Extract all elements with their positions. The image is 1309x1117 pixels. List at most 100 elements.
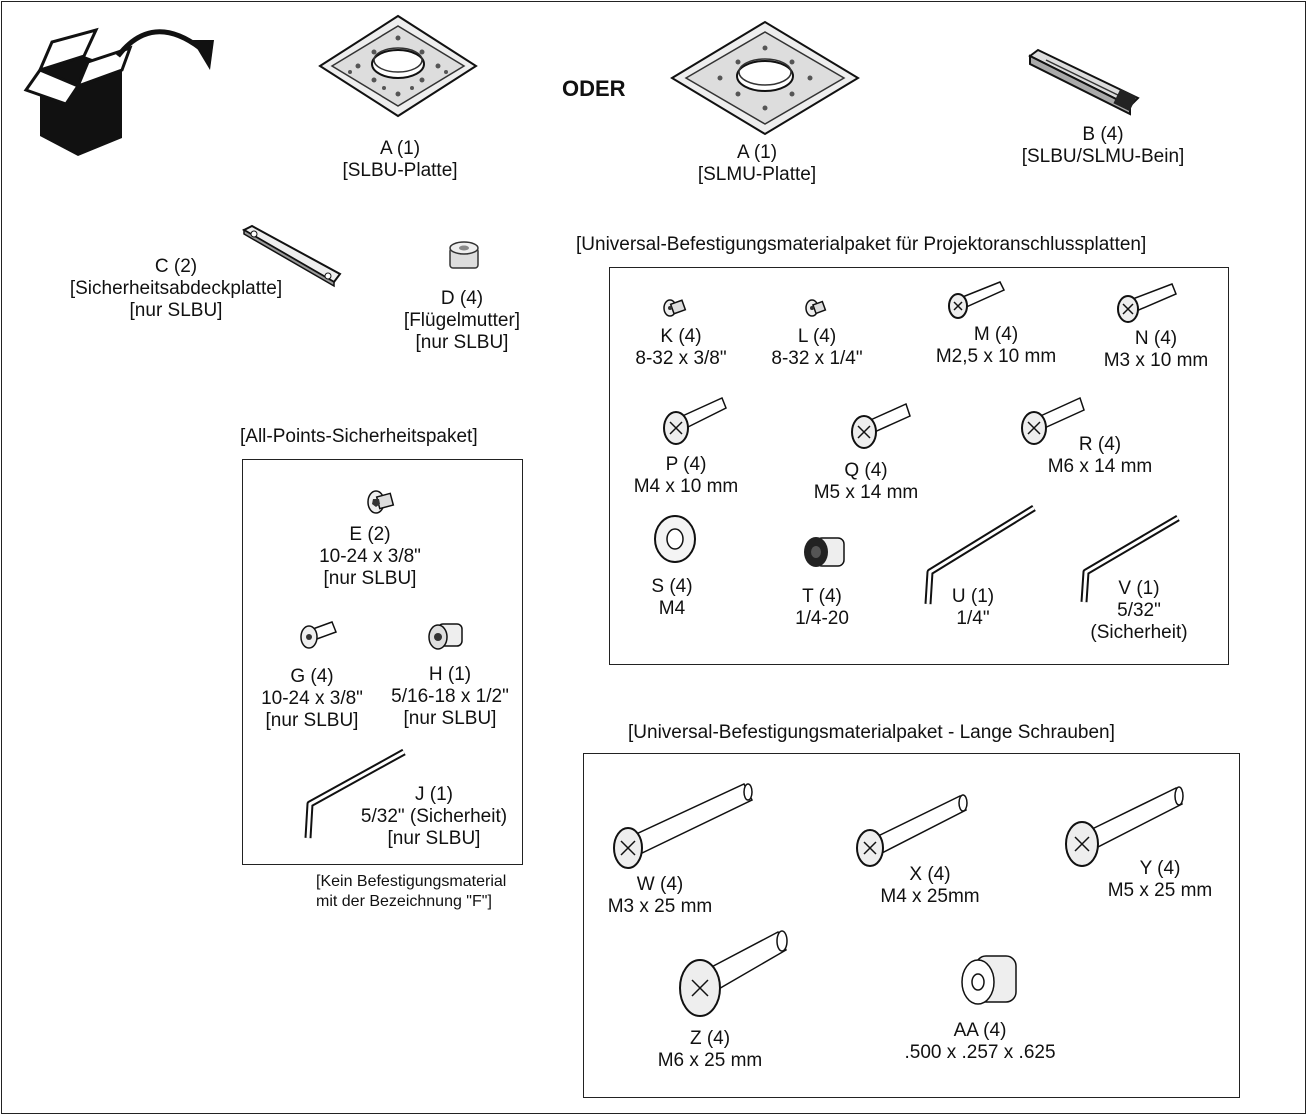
universal-section-header: [Universal-Befestigungsmaterialpaket für…: [576, 234, 1147, 255]
part-aa-label: AA (4) .500 x .257 x .625: [880, 1020, 1080, 1064]
screw-g-illustration: [300, 621, 337, 649]
part-note: (Sicherheit): [1090, 622, 1188, 643]
spacer-illustration: [961, 955, 1017, 1005]
part-m-label: M (4) M2,5 x 10 mm: [916, 324, 1076, 368]
part-q-label: Q (4) M5 x 14 mm: [796, 460, 936, 504]
part-id: G (4): [290, 666, 334, 687]
part-id: X (4): [909, 864, 951, 885]
part-d-label: D (4) [Flügelmutter] [nur SLBU]: [392, 288, 532, 354]
footnote-line: mit der Bezeichnung "F"]: [316, 893, 492, 910]
part-id: B (4): [1082, 124, 1124, 145]
part-id: V (1): [1118, 578, 1160, 599]
part-size: .500 x .257 x .625: [904, 1042, 1056, 1063]
part-size: 10-24 x 3/8": [319, 546, 421, 567]
universal-hardware-box: [609, 267, 1229, 665]
part-id: Z (4): [689, 1028, 731, 1049]
part-y-label: Y (4) M5 x 25 mm: [1080, 858, 1240, 902]
part-note: [nur SLBU]: [403, 708, 497, 729]
part-id: L (4): [797, 326, 837, 347]
hex-key-v-illustration: [1080, 514, 1180, 603]
allpoints-hardware-box: [242, 459, 523, 865]
part-id: AA (4): [953, 1020, 1007, 1041]
part-size: M6 x 25 mm: [657, 1050, 763, 1071]
screw-m-illustration: [948, 281, 1006, 319]
screw-z-illustration: [679, 930, 788, 1017]
screw-w-illustration: [613, 783, 754, 869]
part-n-label: N (4) M3 x 10 mm: [1086, 328, 1226, 372]
part-id: M (4): [973, 324, 1019, 345]
part-size: M4: [658, 598, 686, 619]
screw-n-illustration: [1117, 283, 1177, 323]
part-size: M2,5 x 10 mm: [935, 346, 1057, 367]
part-size: 5/32" (Sicherheit): [360, 806, 508, 827]
part-t-label: T (4) 1/4-20: [772, 586, 872, 630]
part-size: 8-32 x 3/8": [635, 348, 727, 369]
part-size: M4 x 25mm: [880, 886, 980, 907]
part-z-label: Z (4) M6 x 25 mm: [640, 1028, 780, 1072]
screw-l-illustration: [805, 299, 827, 317]
part-id: U (1): [951, 586, 995, 607]
screw-p-illustration: [663, 396, 727, 445]
part-j-label: J (1) 5/32" (Sicherheit) [nur SLBU]: [344, 784, 524, 850]
part-c-label: C (2) [Sicherheitsabdeckplatte] [nur SLB…: [44, 256, 308, 322]
allpoints-section-header: [All-Points-Sicherheitspaket]: [240, 426, 478, 447]
part-id: K (4): [660, 326, 702, 347]
part-p-label: P (4) M4 x 10 mm: [616, 454, 756, 498]
part-id: A (1): [736, 142, 778, 163]
part-desc: [SLBU-Platte]: [342, 160, 458, 181]
screw-h-illustration: [428, 623, 463, 650]
part-l-label: L (4) 8-32 x 1/4": [752, 326, 882, 370]
part-desc: [Flügelmutter]: [403, 310, 521, 331]
part-id: D (4): [440, 288, 484, 309]
footnote: [Kein Befestigungsmaterial mit der Bezei…: [316, 872, 506, 912]
hex-key-j-illustration: [304, 748, 406, 839]
wing-nut-illustration: [449, 241, 479, 269]
part-desc: [SLMU-Platte]: [697, 164, 817, 185]
part-e-label: E (2) 10-24 x 3/8" [nur SLBU]: [300, 524, 440, 590]
footnote-line: [Kein Befestigungsmaterial: [316, 873, 507, 890]
screw-k-illustration: [663, 299, 687, 317]
part-size: 1/4": [956, 608, 990, 629]
screw-r-illustration: [1021, 396, 1085, 445]
part-b-label: B (4) [SLBU/SLMU-Bein]: [1003, 124, 1203, 168]
part-size: M5 x 25 mm: [1107, 880, 1213, 901]
part-x-label: X (4) M4 x 25mm: [860, 864, 1000, 908]
screw-q-illustration: [851, 402, 911, 449]
part-note: [nur SLBU]: [323, 568, 417, 589]
part-w-label: W (4) M3 x 25 mm: [590, 874, 730, 918]
part-size: M3 x 25 mm: [607, 896, 713, 917]
part-note: [nur SLBU]: [129, 300, 223, 321]
part-g-label: G (4) 10-24 x 3/8" [nur SLBU]: [246, 666, 378, 732]
part-id: N (4): [1134, 328, 1178, 349]
part-size: M3 x 10 mm: [1103, 350, 1209, 371]
part-note: [nur SLBU]: [387, 828, 481, 849]
part-note: [nur SLBU]: [265, 710, 359, 731]
part-size: M4 x 10 mm: [633, 476, 739, 497]
slmu-plate-illustration: [670, 20, 860, 136]
part-size: 8-32 x 1/4": [771, 348, 863, 369]
oder-label: ODER: [562, 76, 626, 101]
part-desc: [Sicherheitsabdeckplatte]: [69, 278, 283, 299]
part-id: T (4): [802, 586, 842, 607]
part-id: S (4): [651, 576, 693, 597]
part-a2-label: A (1) [SLMU-Platte]: [684, 142, 830, 186]
part-id: W (4): [636, 874, 684, 895]
part-desc: [SLBU/SLMU-Bein]: [1021, 146, 1185, 167]
part-v-label: V (1) 5/32" (Sicherheit): [1074, 578, 1204, 644]
part-id: R (4): [1078, 434, 1122, 455]
long-screws-box: [583, 753, 1240, 1098]
part-id: P (4): [665, 454, 707, 475]
threaded-insert-illustration: [804, 537, 845, 567]
part-id: Q (4): [844, 460, 888, 481]
part-size: 1/4-20: [795, 608, 849, 629]
long-screws-section-header: [Universal-Befestigungsmaterialpaket - L…: [628, 722, 1115, 743]
screw-y-illustration: [1065, 786, 1184, 867]
hex-key-u-illustration: [924, 505, 1036, 605]
part-id: A (1): [379, 138, 421, 159]
part-u-label: U (1) 1/4": [918, 586, 1028, 630]
part-size: 10-24 x 3/8": [261, 688, 363, 709]
leg-illustration: [1028, 48, 1140, 116]
screw-x-illustration: [856, 794, 968, 867]
part-size: M6 x 14 mm: [1047, 456, 1153, 477]
